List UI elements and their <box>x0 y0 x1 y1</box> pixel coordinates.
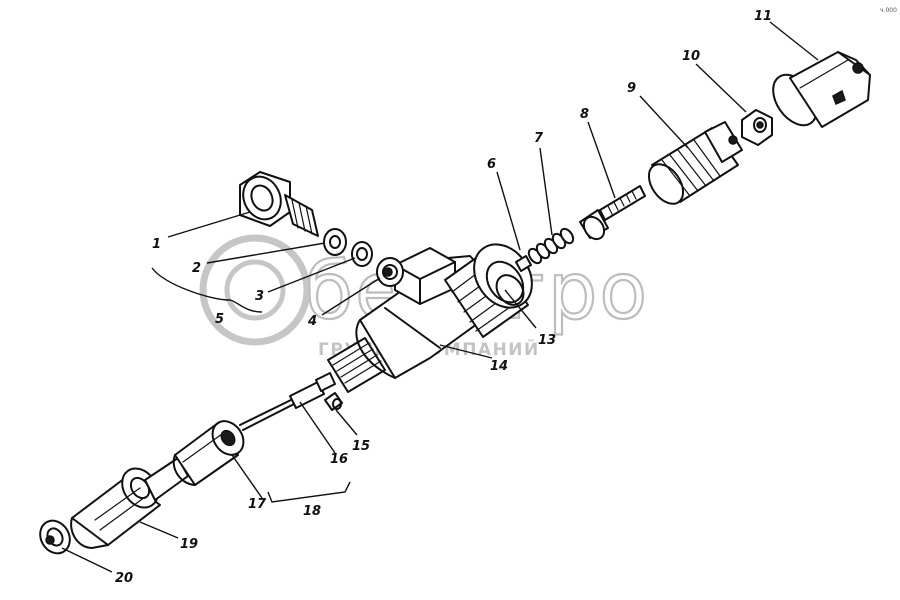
callout-10: 10 <box>682 49 700 64</box>
callout-16: 16 <box>330 452 348 467</box>
corner-mark: ч.000 <box>880 7 897 14</box>
callout-5: 5 <box>215 312 224 327</box>
callout-20: 20 <box>115 571 133 586</box>
leader-lines <box>61 21 819 573</box>
callout-7: 7 <box>534 131 544 146</box>
callout-9: 9 <box>627 81 636 96</box>
callout-14: 14 <box>490 359 508 374</box>
part-15-pin <box>324 392 343 411</box>
part-1-union-nut <box>239 171 319 237</box>
callout-3: 3 <box>255 289 264 304</box>
callout-8: 8 <box>580 107 589 122</box>
callout-19: 19 <box>180 537 198 552</box>
watermark-logo-ring <box>199 234 311 346</box>
part-8-stem <box>579 185 646 241</box>
callout-2: 2 <box>192 261 201 276</box>
part-10-nut <box>741 109 773 146</box>
callout-13: 13 <box>538 333 556 348</box>
part-9-adjuster <box>647 121 743 205</box>
part-7-spring <box>527 227 575 265</box>
callout-1: 1 <box>152 237 161 252</box>
part-20-washer <box>39 519 71 555</box>
callout-11: 11 <box>754 9 772 24</box>
callout-4: 4 <box>307 314 317 329</box>
part-6-pin <box>515 255 532 272</box>
part-16-needle <box>239 372 336 431</box>
callout-18: 18 <box>303 504 321 519</box>
callout-15: 15 <box>352 439 370 454</box>
part-3-washer <box>351 241 373 267</box>
callout-17: 17 <box>248 497 267 512</box>
callout-labels: 1 2 3 4 5 6 7 8 9 10 11 13 14 15 16 17 1… <box>115 9 772 586</box>
part-19-long-nut <box>70 457 189 549</box>
part-11-cap <box>772 51 871 128</box>
part-17-sleeve <box>172 420 245 486</box>
part-2-washer <box>323 228 347 256</box>
callout-6: 6 <box>487 157 496 172</box>
